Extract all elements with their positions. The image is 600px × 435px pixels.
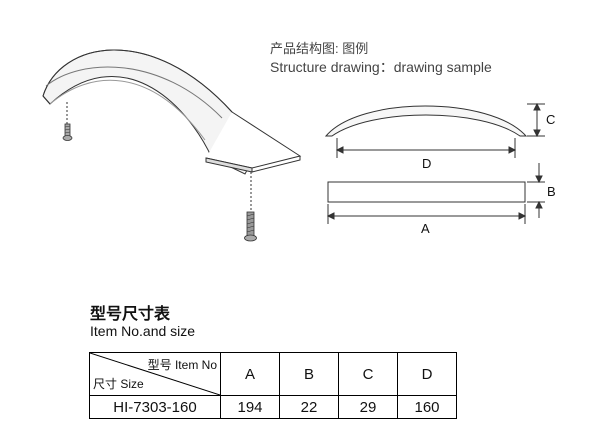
header-item-no-label: 型号 Item No — [147, 358, 217, 372]
diagonal-divider — [90, 353, 220, 395]
size-table-title-chinese: 型号尺寸表 — [90, 306, 171, 323]
column-header-b: B — [279, 352, 339, 396]
dimension-c — [527, 102, 545, 138]
table-header-row: 型号 Item No 尺寸 Size A B C D — [89, 352, 457, 396]
header-size-label: 尺寸 Size — [93, 377, 144, 391]
caption-chinese: 产品结构图: 图例 — [270, 41, 369, 56]
dimension-a-label: A — [421, 221, 430, 236]
top-view-drawing — [327, 181, 526, 203]
column-header-a: A — [220, 352, 280, 396]
left-screw-icon — [62, 123, 73, 141]
item-number-cell: HI-7303-160 — [89, 395, 221, 419]
dimension-d — [335, 138, 517, 158]
column-header-d: D — [397, 352, 457, 396]
dimension-b-label: B — [547, 184, 556, 199]
table-row: HI-7303-160 194 22 29 160 — [89, 395, 457, 419]
right-screw-icon — [244, 211, 257, 242]
size-table-title-english: Item No.and size — [90, 323, 196, 339]
value-cell-c: 29 — [338, 395, 398, 419]
dimension-c-label: C — [546, 112, 556, 127]
structure-drawing — [42, 49, 545, 242]
table-header-diagonal-cell: 型号 Item No 尺寸 Size — [89, 352, 221, 396]
dimension-b — [527, 163, 545, 218]
value-cell-d: 160 — [397, 395, 457, 419]
caption-english: Structure drawing：drawing sample — [270, 59, 492, 75]
value-cell-a: 194 — [220, 395, 280, 419]
column-header-c: C — [338, 352, 398, 396]
side-view-drawing — [324, 105, 528, 137]
handle-3d-drawing — [42, 49, 302, 175]
dimension-d-label: D — [422, 156, 432, 171]
dimension-a — [326, 204, 527, 224]
value-cell-b: 22 — [279, 395, 339, 419]
size-table: 型号 Item No 尺寸 Size A B C D HI-7303-160 1… — [89, 352, 457, 419]
